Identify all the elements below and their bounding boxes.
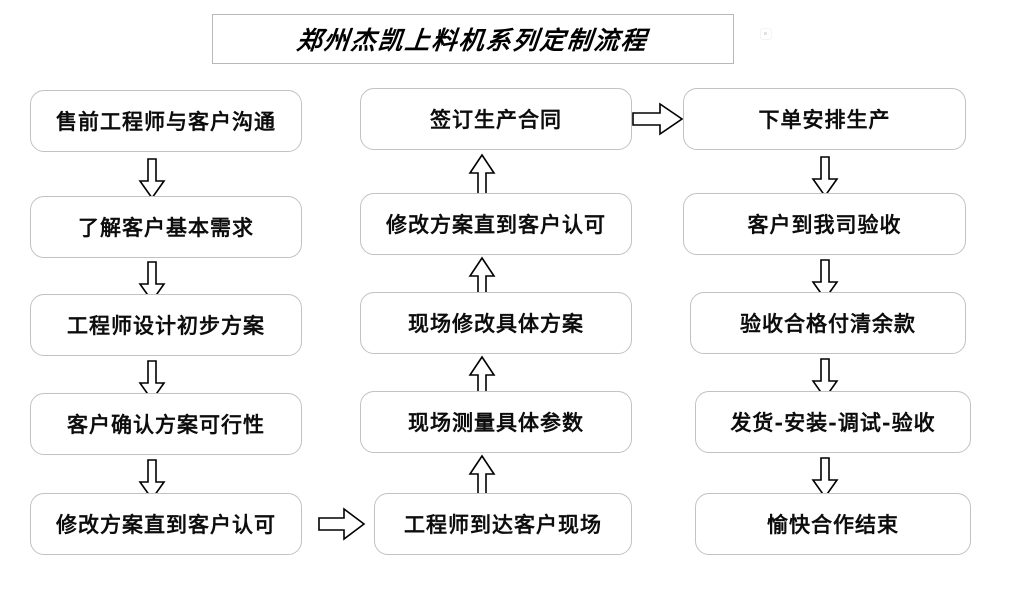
arrow-down-left-1 bbox=[137, 158, 167, 200]
node-label: 客户到我司验收 bbox=[747, 212, 902, 237]
arrow-right-left-to-middle bbox=[318, 506, 366, 542]
node-understand-basic-needs[interactable]: 了解客户基本需求 bbox=[30, 196, 302, 258]
node-sign-production-contract[interactable]: 签订生产合同 bbox=[360, 88, 632, 150]
arrow-down-left-2 bbox=[137, 261, 167, 303]
node-label: 验收合格付清余款 bbox=[740, 311, 916, 336]
node-engineer-arrives-onsite[interactable]: 工程师到达客户现场 bbox=[374, 493, 632, 555]
node-cooperation-complete[interactable]: 愉快合作结束 bbox=[695, 493, 971, 555]
node-label: 现场修改具体方案 bbox=[408, 311, 584, 336]
node-revise-until-approved-left[interactable]: 修改方案直到客户认可 bbox=[30, 493, 302, 555]
arrow-up-middle-4 bbox=[467, 153, 497, 197]
arrow-down-left-3 bbox=[137, 360, 167, 402]
node-place-order-schedule-production[interactable]: 下单安排生产 bbox=[683, 88, 966, 150]
arrow-down-right-2 bbox=[810, 259, 840, 301]
node-label: 了解客户基本需求 bbox=[78, 215, 254, 240]
node-label: 愉快合作结束 bbox=[767, 512, 899, 537]
node-label: 发货-安装-调试-验收 bbox=[730, 410, 936, 435]
node-customer-inspection-at-factory[interactable]: 客户到我司验收 bbox=[683, 193, 966, 255]
node-engineer-initial-design[interactable]: 工程师设计初步方案 bbox=[30, 294, 302, 356]
node-pay-balance-after-acceptance[interactable]: 验收合格付清余款 bbox=[690, 292, 966, 354]
arrow-down-left-4 bbox=[137, 459, 167, 501]
node-revise-until-approved-middle[interactable]: 修改方案直到客户认可 bbox=[360, 193, 632, 255]
chart-title-box: 郑州杰凯上料机系列定制流程 bbox=[212, 14, 734, 64]
node-onsite-measure-params[interactable]: 现场测量具体参数 bbox=[360, 391, 632, 453]
node-label: 下单安排生产 bbox=[758, 107, 891, 132]
node-label: 工程师设计初步方案 bbox=[67, 313, 265, 338]
node-label: 修改方案直到客户认可 bbox=[56, 512, 276, 537]
node-ship-install-debug-accept[interactable]: 发货-安装-调试-验收 bbox=[695, 391, 971, 453]
node-label: 签订生产合同 bbox=[430, 107, 562, 132]
node-label: 工程师到达客户现场 bbox=[404, 512, 602, 537]
node-customer-confirm-feasibility[interactable]: 客户确认方案可行性 bbox=[30, 393, 302, 455]
arrow-down-right-1 bbox=[810, 156, 840, 198]
arrow-down-right-4 bbox=[810, 457, 840, 499]
watermark-speck bbox=[760, 28, 772, 40]
arrow-down-right-3 bbox=[810, 358, 840, 400]
node-label: 修改方案直到客户认可 bbox=[386, 212, 606, 237]
chart-title: 郑州杰凯上料机系列定制流程 bbox=[295, 26, 650, 55]
node-onsite-revise-plan[interactable]: 现场修改具体方案 bbox=[360, 292, 632, 354]
node-label: 客户确认方案可行性 bbox=[67, 412, 265, 437]
node-label: 售前工程师与客户沟通 bbox=[56, 109, 276, 134]
node-label: 现场测量具体参数 bbox=[408, 410, 584, 435]
arrow-right-middle-to-right bbox=[632, 101, 684, 137]
node-pre-sales-communication[interactable]: 售前工程师与客户沟通 bbox=[30, 90, 302, 152]
arrow-up-middle-1 bbox=[467, 454, 497, 498]
